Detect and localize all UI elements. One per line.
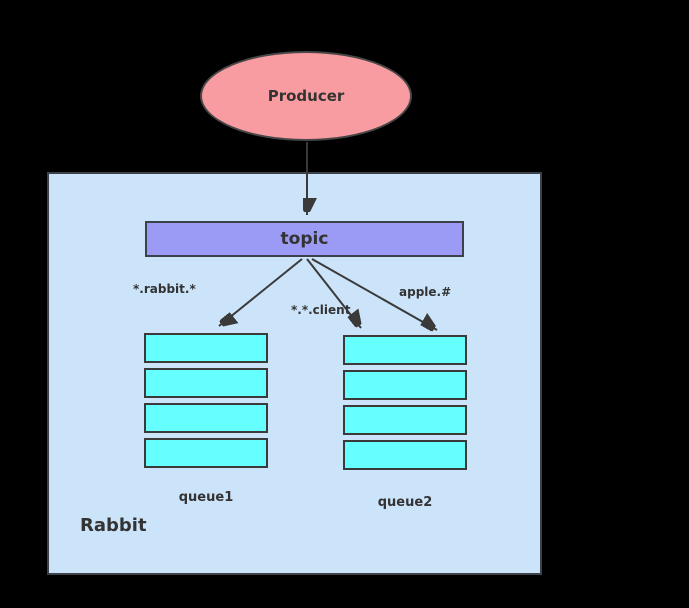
queue-slot <box>144 438 268 468</box>
binding-key-apple: apple.# <box>399 285 452 299</box>
producer-label: Producer <box>267 87 345 105</box>
queue1-label: queue1 <box>178 490 234 505</box>
binding-key-client: *.*.client <box>291 303 351 317</box>
binding-key-rabbit: *.rabbit.* <box>133 282 196 296</box>
queue-slot <box>343 370 467 400</box>
queue-slot <box>343 405 467 435</box>
queue-slot <box>144 333 268 363</box>
queue2-stack <box>343 335 467 470</box>
topic-exchange-label: topic <box>280 229 329 249</box>
queue-slot <box>144 403 268 433</box>
topic-exchange-node: topic <box>145 221 464 257</box>
queue-slot <box>144 368 268 398</box>
queue1-stack <box>144 333 268 468</box>
queue-slot <box>343 335 467 365</box>
rabbit-broker-label: Rabbit <box>80 515 147 536</box>
producer-node: Producer <box>200 51 412 141</box>
queue-slot <box>343 440 467 470</box>
queue2-label: queue2 <box>377 495 433 510</box>
